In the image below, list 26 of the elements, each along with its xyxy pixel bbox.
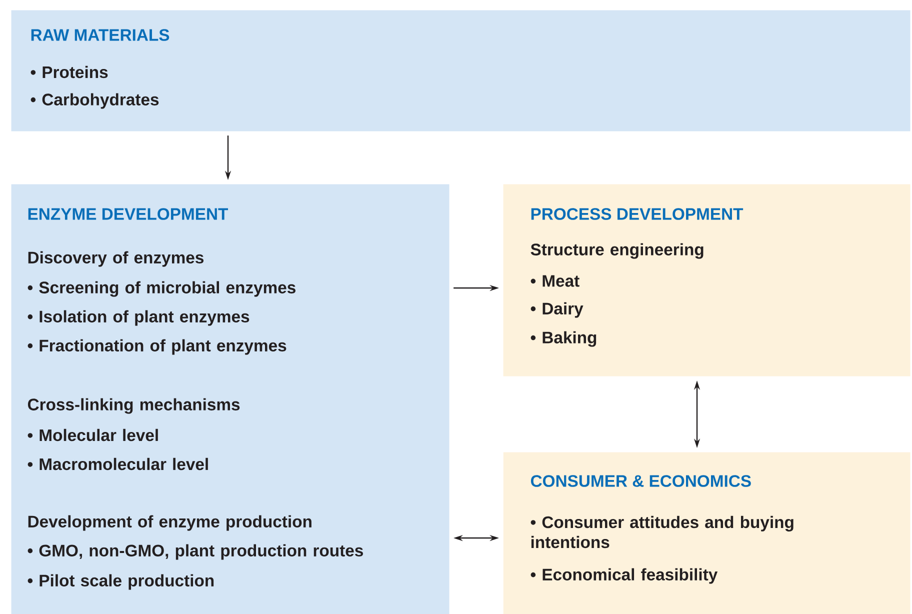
list-item: Development of enzyme production [28, 515, 312, 531]
list-item: • Baking [530, 331, 596, 347]
list-item: • Carbohydrates [30, 93, 159, 109]
text-box [11, 184, 450, 614]
list-item: • Pilot scale production [28, 574, 214, 590]
list-item: Cross-linking mechanisms [28, 398, 240, 414]
list-item: • Molecular level [28, 428, 158, 442]
list-item: • Meat [530, 275, 580, 287]
list-item: • Proteins [30, 66, 108, 78]
list-item: • Isolation of plant enzymes [28, 310, 250, 326]
list-item: • Screening of microbial enzymes [28, 281, 296, 297]
list-item: Discovery of enzymes [28, 251, 204, 267]
text-box [503, 184, 910, 376]
heading: RAW MATERIALS [31, 29, 170, 41]
list-item: • Economical feasibility [530, 568, 718, 584]
heading: CONSUMER & ECONOMICS [530, 475, 751, 487]
text-box [11, 10, 910, 132]
list-item: • Fractionation of plant enzymes [28, 339, 286, 355]
list-item: • GMO, non-GMO, plant production routes [28, 544, 363, 560]
list-item: Structure engineering [530, 243, 704, 259]
list-item: • Dairy [530, 302, 584, 318]
list-item: • Consumer attitudes and buying intentions [530, 516, 794, 548]
text-box [503, 452, 910, 614]
heading: ENZYME DEVELOPMENT [28, 208, 228, 220]
list-item: • Macromolecular level [28, 458, 208, 470]
heading: PROCESS DEVELOPMENT [531, 208, 744, 220]
